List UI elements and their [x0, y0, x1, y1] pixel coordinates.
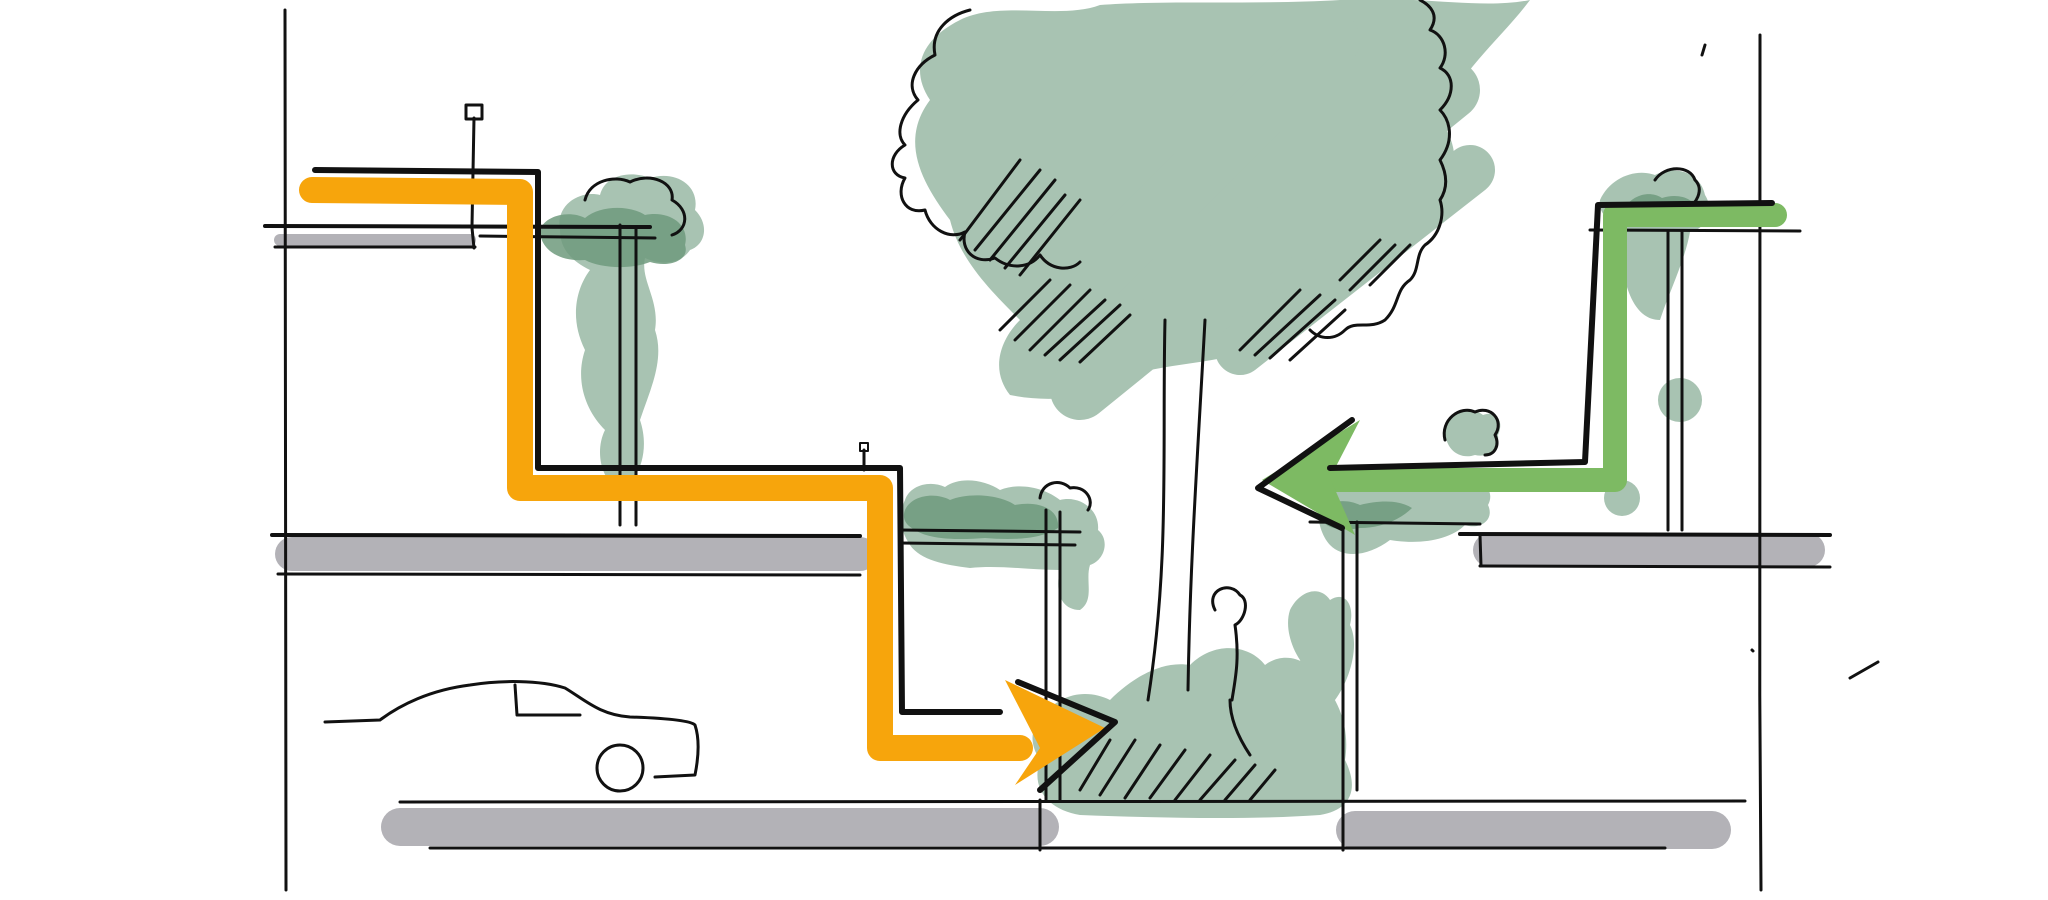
tree-canopy-outline [890, 0, 1453, 339]
tree-hatching-1 [958, 158, 1132, 364]
planter-mid-left-dark [903, 495, 1059, 540]
green-route-ink-arrow [1255, 417, 1355, 531]
shrub-outline-street-1 [1211, 586, 1247, 702]
tree-trunk-left [1146, 318, 1167, 702]
tree-hatching-2 [1238, 238, 1412, 362]
paving-layer [274, 234, 1825, 849]
lamp-head-mid [859, 442, 869, 452]
tree-canopy-stroke-1 [1020, 10, 1360, 350]
stray-mark-top-right [1700, 43, 1707, 57]
street-planter-tall-foliage [1288, 591, 1355, 700]
upper-left-slab-edge [470, 226, 476, 250]
green-route-arrowhead [1262, 420, 1360, 535]
orange-route-wash [299, 177, 1033, 761]
orange-route [299, 167, 1118, 793]
stray-mark-right [1848, 660, 1880, 680]
street-top-line [398, 799, 1747, 804]
upper-left-slab-top [263, 224, 652, 229]
lamp-head-upper-left [464, 103, 484, 121]
green-route-wash [1308, 203, 1787, 492]
mid-right-slab-top [1458, 532, 1832, 537]
orange-route-ink [312, 167, 1003, 715]
mid-left-slab-bottom [276, 572, 862, 577]
mid-left-slab-top [270, 533, 862, 538]
orange-route-ink-arrow [1015, 679, 1118, 793]
ink-linework [263, 0, 1832, 892]
green-route-ink [1327, 200, 1775, 471]
shrub-outline-mid-right [1442, 408, 1500, 457]
orange-route-arrowhead [1005, 680, 1105, 785]
mid-right-slab-edge [1478, 533, 1483, 568]
foliage-layer [559, 0, 1710, 819]
shrub-outline-street-2 [1228, 698, 1252, 757]
mid-left-railing-bottom [898, 541, 1077, 547]
planter-upper-right-shrub [1658, 378, 1702, 422]
car-window [513, 683, 582, 717]
tree-trunk-right [1186, 318, 1207, 692]
mid-right-slab-bottom [1478, 564, 1832, 569]
upper-left-railing-top [478, 234, 657, 240]
planter-mid-right-top-foliage [1445, 410, 1501, 457]
car-body [323, 680, 700, 779]
stray-mark-right-dot [1750, 648, 1755, 653]
stray-marks [1700, 43, 1880, 680]
shrub-outline-upper-left [583, 176, 687, 237]
tree-canopy-stroke-3 [1215, 145, 1495, 375]
tree-canopy-stroke-2 [1050, 60, 1480, 420]
mid-left-railing-top [898, 528, 1082, 534]
green-route [1255, 200, 1787, 535]
left-border-line [283, 8, 288, 892]
right-border-line [1758, 33, 1763, 892]
car-wheel [595, 743, 645, 793]
shrub-outline-mid-left [1038, 481, 1092, 512]
street-planter-hatching [1078, 738, 1277, 802]
